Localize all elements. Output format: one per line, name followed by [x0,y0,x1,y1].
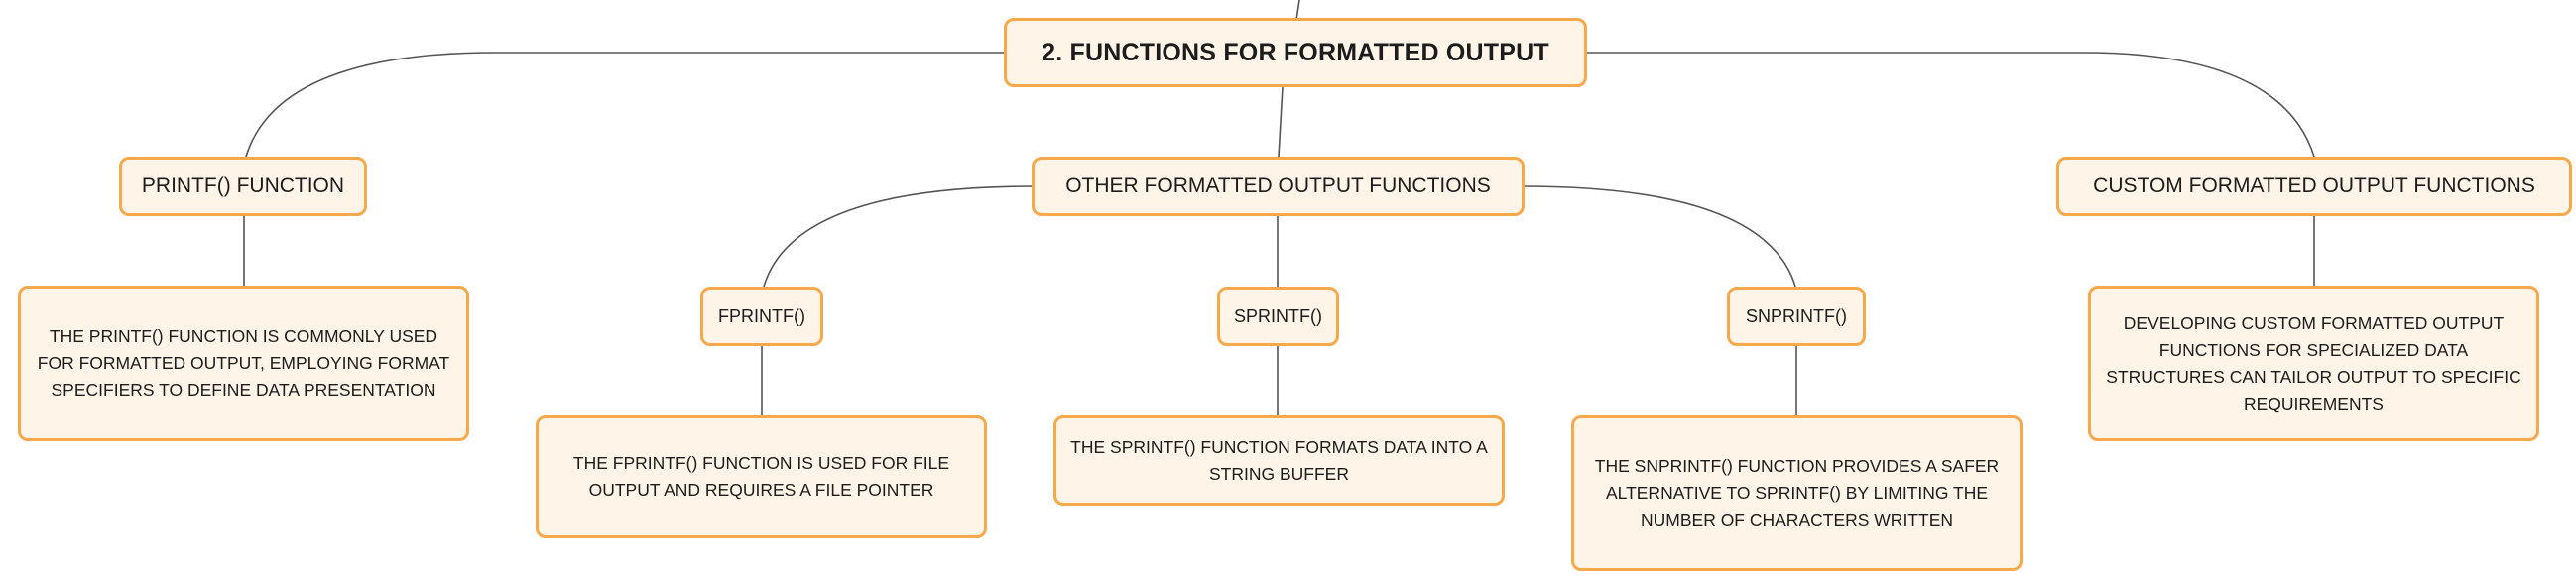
root-node[interactable]: 2. FUNCTIONS FOR FORMATTED OUTPUT [1004,18,1587,87]
connector-other-snprintf [1521,185,1796,288]
connector-root-custom [1585,52,2315,158]
fprintf-description: THE FPRINTF() FUNCTION IS USED FOR FILE … [572,453,950,500]
connector-parent-root [1295,0,1300,21]
connector-root-other [1278,86,1284,158]
root-label: 2. FUNCTIONS FOR FORMATTED OUTPUT [1042,38,1549,66]
printf-description-node[interactable]: THE PRINTF() FUNCTION IS COMMONLY USED F… [18,286,469,441]
fprintf-description-node[interactable]: THE FPRINTF() FUNCTION IS USED FOR FILE … [536,415,987,538]
custom-functions-label: CUSTOM FORMATTED OUTPUT FUNCTIONS [2093,175,2535,197]
custom-functions-node[interactable]: CUSTOM FORMATTED OUTPUT FUNCTIONS [2056,157,2572,216]
connector-other-fprintf [763,185,1035,288]
custom-description-node[interactable]: DEVELOPING CUSTOM FORMATTED OUTPUT FUNCT… [2088,286,2539,441]
snprintf-label: SNPRINTF() [1746,305,1847,326]
fprintf-node[interactable]: FPRINTF() [700,287,823,346]
connector-root-printf [245,52,1004,158]
sprintf-description-node[interactable]: THE SPRINTF() FUNCTION FORMATS DATA INTO… [1053,415,1505,506]
snprintf-node[interactable]: SNPRINTF() [1727,287,1866,346]
snprintf-description: THE SNPRINTF() FUNCTION PROVIDES A SAFER… [1594,456,2000,529]
fprintf-label: FPRINTF() [718,305,805,326]
printf-description: THE PRINTF() FUNCTION IS COMMONLY USED F… [37,326,450,400]
sprintf-node[interactable]: SPRINTF() [1217,287,1339,346]
snprintf-description-node[interactable]: THE SNPRINTF() FUNCTION PROVIDES A SAFER… [1571,415,2023,571]
other-functions-node[interactable]: OTHER FORMATTED OUTPUT FUNCTIONS [1032,157,1525,216]
custom-description: DEVELOPING CUSTOM FORMATTED OUTPUT FUNCT… [2106,312,2521,413]
sprintf-description: THE SPRINTF() FUNCTION FORMATS DATA INTO… [1070,436,1488,484]
sprintf-label: SPRINTF() [1234,305,1322,326]
printf-node[interactable]: PRINTF() FUNCTION [119,157,367,216]
printf-label: PRINTF() FUNCTION [141,175,345,197]
other-functions-label: OTHER FORMATTED OUTPUT FUNCTIONS [1065,175,1491,197]
